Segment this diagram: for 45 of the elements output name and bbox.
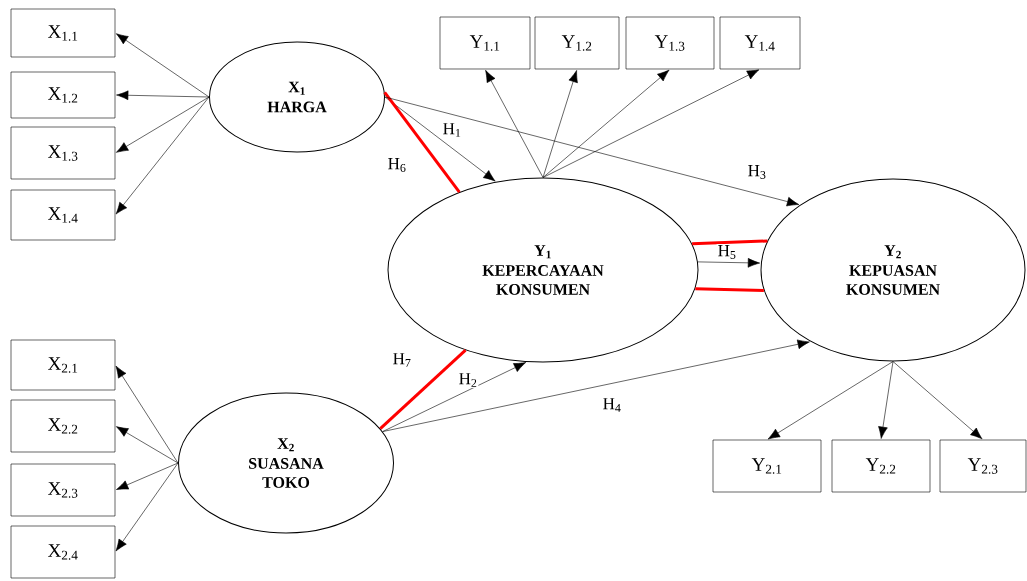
indicator-box: Y$_{1.4}$ [719, 16, 801, 70]
arrow [485, 70, 544, 178]
indicator-box: Y$_{1.3}$ [625, 16, 715, 70]
arrow [697, 258, 760, 268]
arrow [116, 90, 210, 101]
edge-label: H$_{1}$ [441, 122, 463, 138]
indicator-box: X$_{2.2}$ [10, 399, 116, 453]
arrow [542, 70, 578, 178]
connector-line [379, 349, 467, 430]
indicator-box: X$_{1.3}$ [10, 126, 116, 180]
indicator-box: X$_{1.1}$ [10, 8, 116, 58]
indicator-box: Y$_{2.3}$ [939, 439, 1027, 493]
arrow [382, 362, 526, 432]
arrow [767, 361, 894, 440]
arrow [116, 33, 210, 98]
edge-label: H$_{2}$ [457, 372, 479, 388]
arrow [384, 96, 800, 207]
indicator-box: Y$_{1.1}$ [439, 16, 531, 70]
edge-label: H$_{5}$ [716, 244, 738, 260]
arrow [116, 96, 210, 153]
arrow [384, 96, 496, 182]
edge-label: H$_{3}$ [746, 164, 768, 180]
arrow [542, 69, 670, 178]
arrow [115, 365, 179, 464]
indicator-box: Y$_{2.1}$ [712, 439, 822, 493]
arrow [115, 96, 210, 215]
arrow [116, 426, 179, 464]
arrow [542, 69, 760, 178]
connector-line [383, 91, 461, 193]
connector-line [695, 287, 764, 292]
indicator-box: X$_{1.4}$ [10, 189, 116, 241]
indicator-box: X$_{2.3}$ [10, 463, 116, 517]
indicator-box: Y$_{2.2}$ [831, 439, 931, 493]
edge-label: H$_{4}$ [601, 397, 623, 413]
indicator-box: X$_{2.1}$ [10, 339, 116, 391]
edge-label: H$_{6}$ [386, 157, 408, 173]
arrow [892, 361, 983, 440]
indicator-box: X$_{1.2}$ [10, 71, 116, 119]
indicator-box: Y$_{1.2}$ [534, 16, 620, 70]
arrow [382, 339, 810, 432]
connector-line [692, 239, 768, 246]
arrow [115, 462, 179, 552]
arrow [878, 361, 894, 439]
indicator-box: X$_{2.4}$ [10, 525, 116, 579]
arrow [116, 462, 179, 490]
